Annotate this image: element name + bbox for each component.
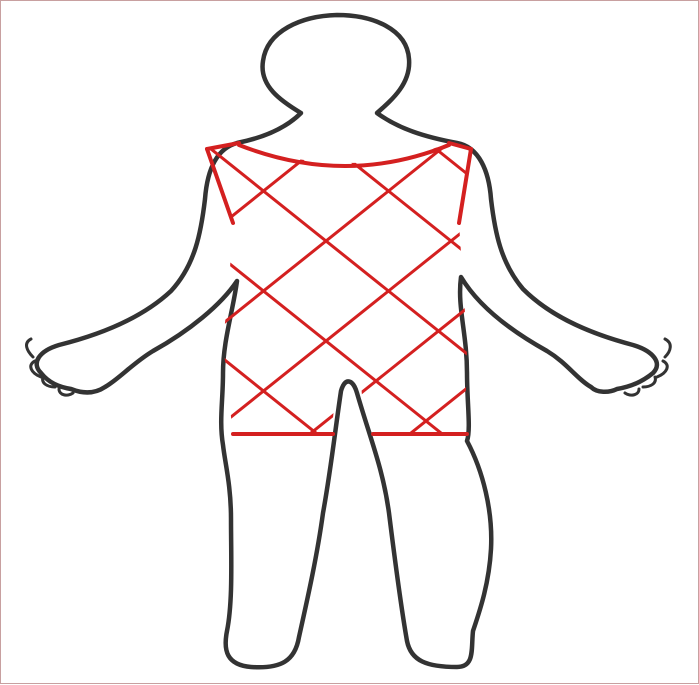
body-outline [37, 15, 657, 667]
